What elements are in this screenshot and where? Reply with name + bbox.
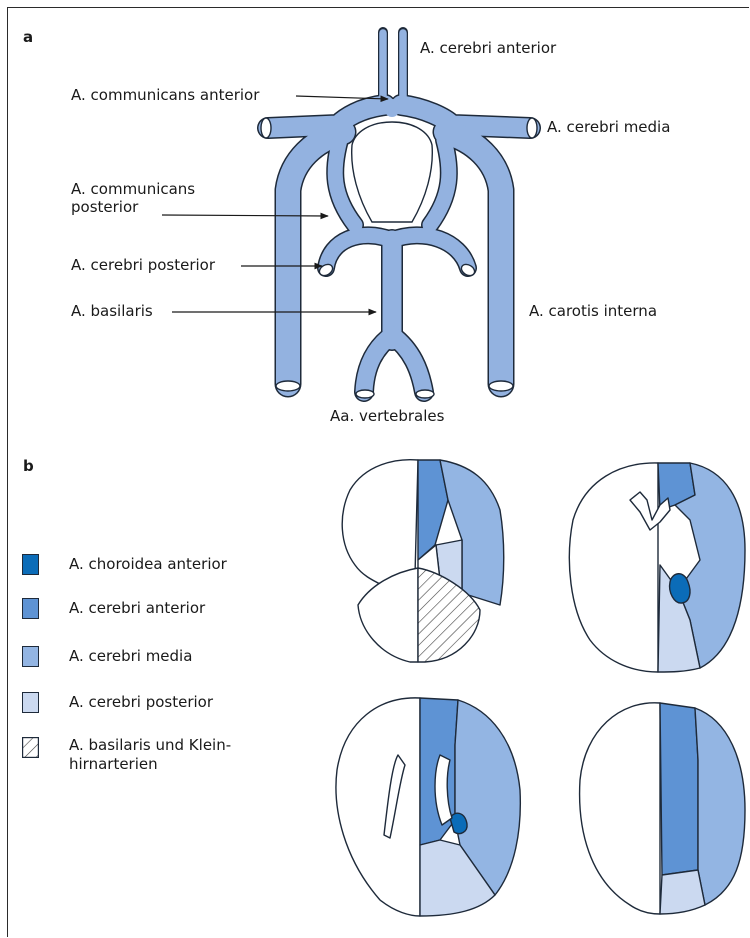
label-communicans-posterior: A. communicans posterior	[71, 180, 195, 216]
legend-label-basilaris-line2: hirnarterien	[69, 755, 231, 774]
label-communicans-posterior-line1: A. communicans	[71, 180, 195, 198]
brain4-posterior-region	[660, 870, 705, 914]
legend-label-media: A. cerebri media	[69, 647, 192, 666]
brain4-anterior-region	[660, 703, 698, 875]
brain4-left-hemisphere	[580, 703, 660, 914]
legend-swatch-choroidea	[22, 554, 39, 575]
brain-section-2	[569, 463, 745, 672]
legend-swatch-posterior	[22, 692, 39, 713]
brain2-choroidea-region	[670, 574, 690, 603]
brain4-media-region	[695, 708, 745, 905]
vessel-end-right-media	[527, 118, 537, 138]
label-communicans-anterior: A. communicans anterior	[71, 86, 259, 104]
brain3-choroidea-region	[450, 813, 467, 833]
circle-of-willis-ring	[352, 122, 433, 222]
label-cerebri-posterior: A. cerebri posterior	[71, 256, 215, 274]
label-communicans-posterior-line2: posterior	[71, 198, 195, 216]
panel-b-letter: b	[23, 457, 34, 475]
brain1-cerebellum-left	[358, 568, 418, 662]
brain-section-4	[580, 703, 745, 914]
label-vertebrales: Aa. vertebrales	[330, 407, 444, 425]
brain-section-3	[336, 698, 520, 916]
brain2-left-hemisphere	[569, 463, 658, 672]
legend-swatch-basilaris	[22, 737, 39, 758]
vessel-end-right-vertebral	[416, 390, 434, 398]
vessel-end-right-ica	[489, 381, 513, 391]
legend-swatch-anterior	[22, 598, 39, 619]
legend-label-choroidea: A. choroidea anterior	[69, 555, 227, 574]
label-cerebri-anterior: A. cerebri anterior	[420, 39, 556, 57]
label-basilaris: A. basilaris	[71, 302, 153, 320]
brain-section-1	[342, 460, 504, 662]
brain3-left-hemisphere	[336, 698, 420, 916]
legend-label-posterior: A. cerebri posterior	[69, 693, 213, 712]
label-cerebri-media: A. cerebri media	[547, 118, 670, 136]
vessel-end-left-vertebral	[356, 390, 374, 398]
vessel-end-left-media	[261, 118, 271, 138]
legend-swatch-media	[22, 646, 39, 667]
vessel-end-left-ica	[276, 381, 300, 391]
label-carotis-interna: A. carotis interna	[529, 302, 657, 320]
legend-label-anterior: A. cerebri anterior	[69, 599, 205, 618]
legend-label-basilaris: A. basilaris und Klein- hirnarterien	[69, 736, 231, 774]
legend-label-basilaris-line1: A. basilaris und Klein-	[69, 736, 231, 755]
